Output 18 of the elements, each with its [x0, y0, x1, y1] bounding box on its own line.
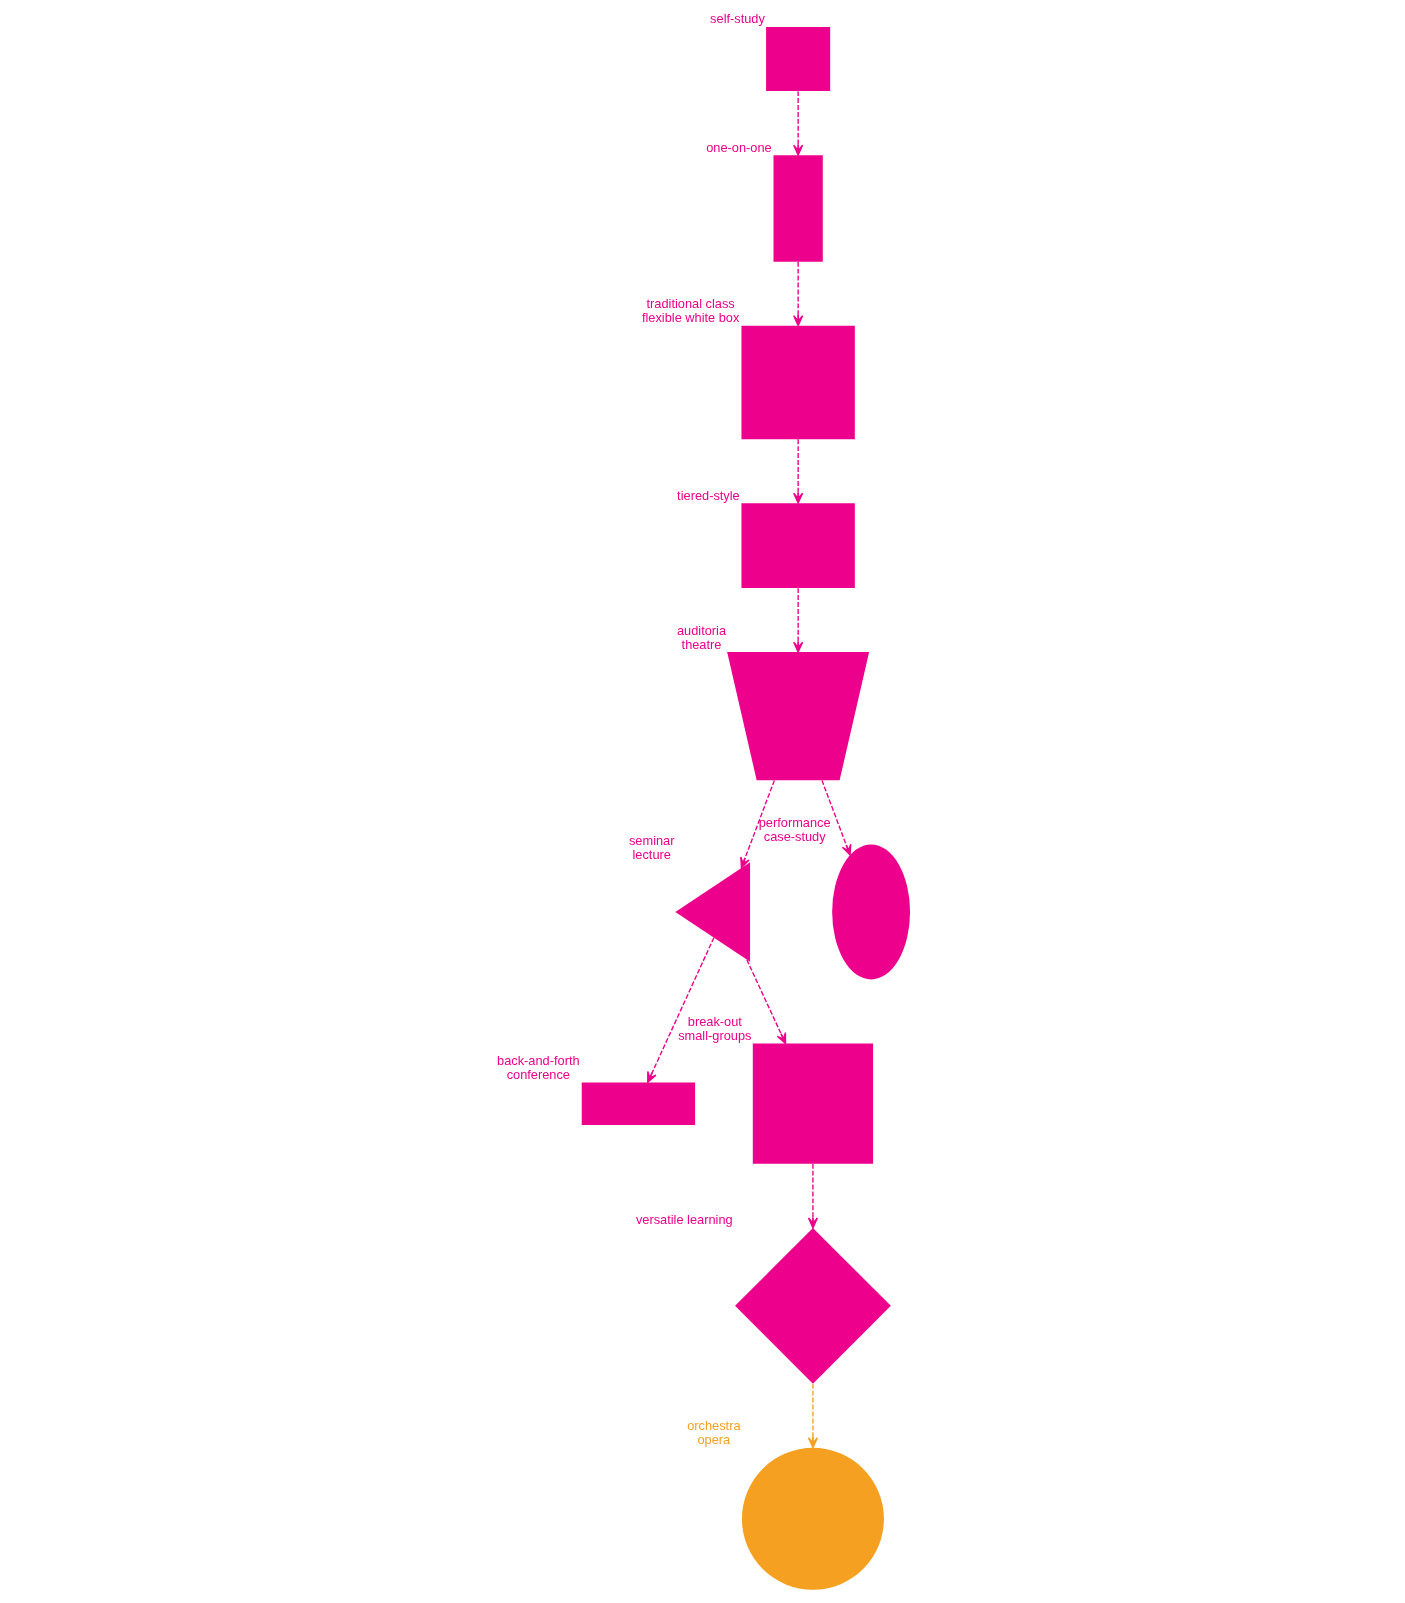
node-label: case-study	[763, 828, 826, 844]
node-label: theatre	[681, 636, 722, 652]
node-label: seminar	[628, 832, 675, 848]
node-label: opera	[697, 1432, 731, 1448]
node-label: auditoria	[676, 622, 727, 638]
node-label: flexible white box	[641, 310, 740, 326]
node-label: performance	[758, 815, 831, 831]
node-label: versatile learning	[635, 1212, 733, 1228]
node-label: one-on-one	[706, 139, 772, 155]
node-label: tiered-style	[677, 487, 740, 503]
node-label: self-study	[710, 11, 765, 27]
node-label: conference	[506, 1066, 570, 1082]
node-label: orchestra	[687, 1418, 741, 1434]
node-label: traditional class	[646, 296, 735, 312]
node-label: small-groups	[678, 1028, 752, 1044]
node-label: break-out	[687, 1014, 742, 1030]
node-label: back-and-forth	[497, 1053, 580, 1069]
node-label: lecture	[632, 846, 671, 862]
